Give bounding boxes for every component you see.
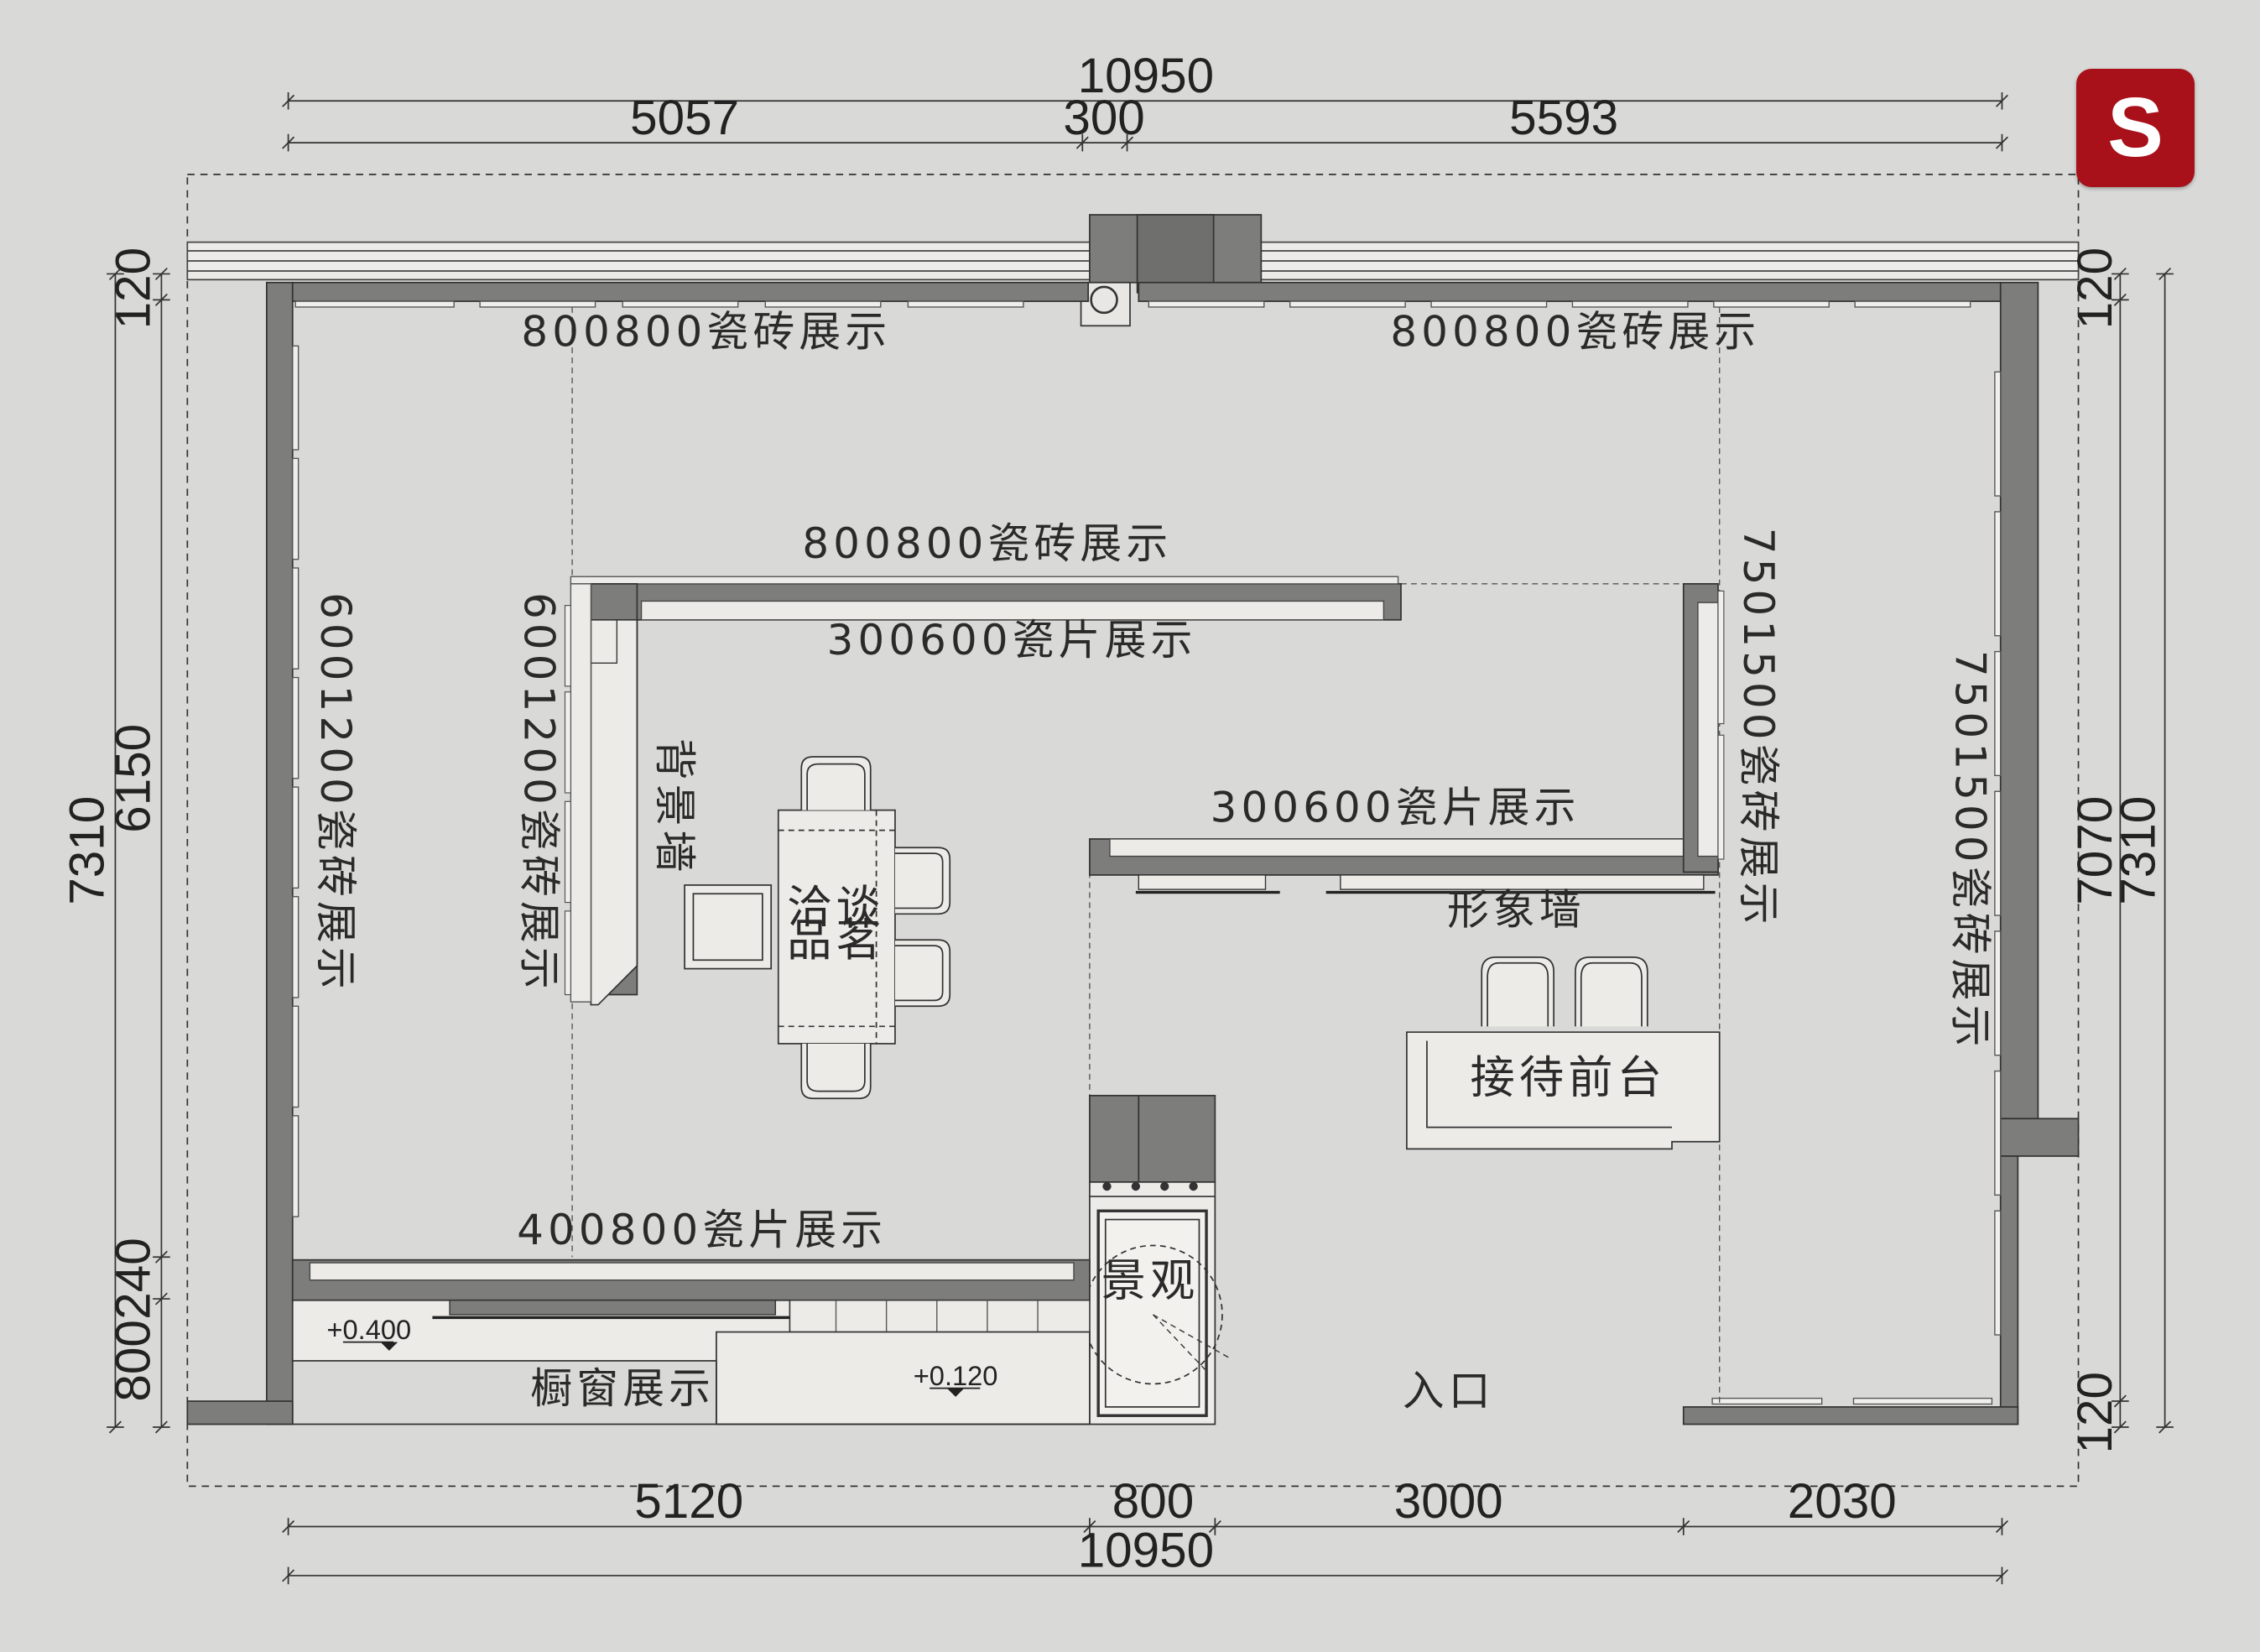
label-level-2: +0.120	[914, 1360, 998, 1391]
inner-l-wall	[564, 576, 1402, 1006]
label-negotiation-2: 品茗	[787, 915, 885, 967]
label-bottom-slice: 400800瓷片展示	[517, 1206, 887, 1254]
label-negotiation-1: 洽谈	[787, 882, 885, 934]
middle-l-wall	[1089, 582, 1725, 894]
label-left-wall-tile: 6001200瓷砖展示	[311, 592, 360, 993]
wall-tile-strips	[292, 300, 2002, 1405]
label-mid-slice: 300600瓷片展示	[1211, 783, 1580, 831]
dim-left-total: 7310	[60, 796, 115, 905]
dim-right-mid: 7070	[2068, 796, 2122, 905]
dim-top-right: 5593	[1509, 91, 1618, 145]
label-top-left-tile: 800800瓷砖展示	[521, 307, 891, 356]
dim-left-top: 120	[107, 248, 161, 329]
dim-left-mid: 6150	[107, 724, 161, 833]
negotiation-table	[684, 756, 951, 1100]
label-right-inner-tile: 7501500瓷砖展示	[1734, 528, 1783, 929]
dim-bottom-3: 3000	[1394, 1474, 1503, 1529]
dim-bottom-1: 5120	[634, 1474, 743, 1529]
label-landscape: 景观	[1101, 1255, 1200, 1307]
label-inner-top-tile: 800800瓷砖展示	[802, 519, 1172, 568]
outer-boundary	[186, 174, 2080, 1488]
logo-letter: S	[2107, 81, 2164, 175]
top-facade	[186, 214, 2080, 327]
landscape-area	[1083, 1094, 1230, 1425]
label-level-1: +0.400	[326, 1314, 411, 1345]
dim-right-total: 7310	[2112, 796, 2166, 905]
label-image-wall: 形象墙	[1447, 885, 1586, 934]
dim-left-lower: 240	[107, 1238, 161, 1319]
label-right-wall-tile: 7501500瓷砖展示	[1945, 650, 1994, 1051]
label-inner-left-tile: 6001200瓷砖展示	[514, 592, 563, 993]
exterior-walls	[186, 281, 2080, 1425]
dim-top-left: 5057	[630, 91, 739, 145]
dim-bottom-2: 800	[1112, 1474, 1194, 1529]
label-entrance: 入口	[1403, 1367, 1495, 1415]
reception-desk	[1406, 956, 1721, 1150]
dim-bottom-total: 10950	[1078, 1524, 1214, 1578]
label-window-display: 橱窗展示	[530, 1364, 715, 1413]
label-top-right-tile: 800800瓷砖展示	[1390, 307, 1760, 356]
dim-right-top: 120	[2068, 248, 2122, 329]
dim-top-total: 10950	[1078, 49, 1214, 103]
dim-top-mid: 300	[1063, 91, 1144, 145]
dim-right-bottom: 120	[2068, 1372, 2122, 1453]
dim-bottom-4: 2030	[1788, 1474, 1897, 1529]
dim-left-bottom: 800	[107, 1320, 161, 1401]
label-back-wall: 背景墙	[650, 738, 699, 877]
label-inner-top-slice: 300600瓷片展示	[827, 616, 1197, 664]
brand-logo: S	[2076, 69, 2195, 187]
label-reception: 接待前台	[1470, 1051, 1666, 1103]
bottom-display-wall	[291, 1259, 1091, 1425]
